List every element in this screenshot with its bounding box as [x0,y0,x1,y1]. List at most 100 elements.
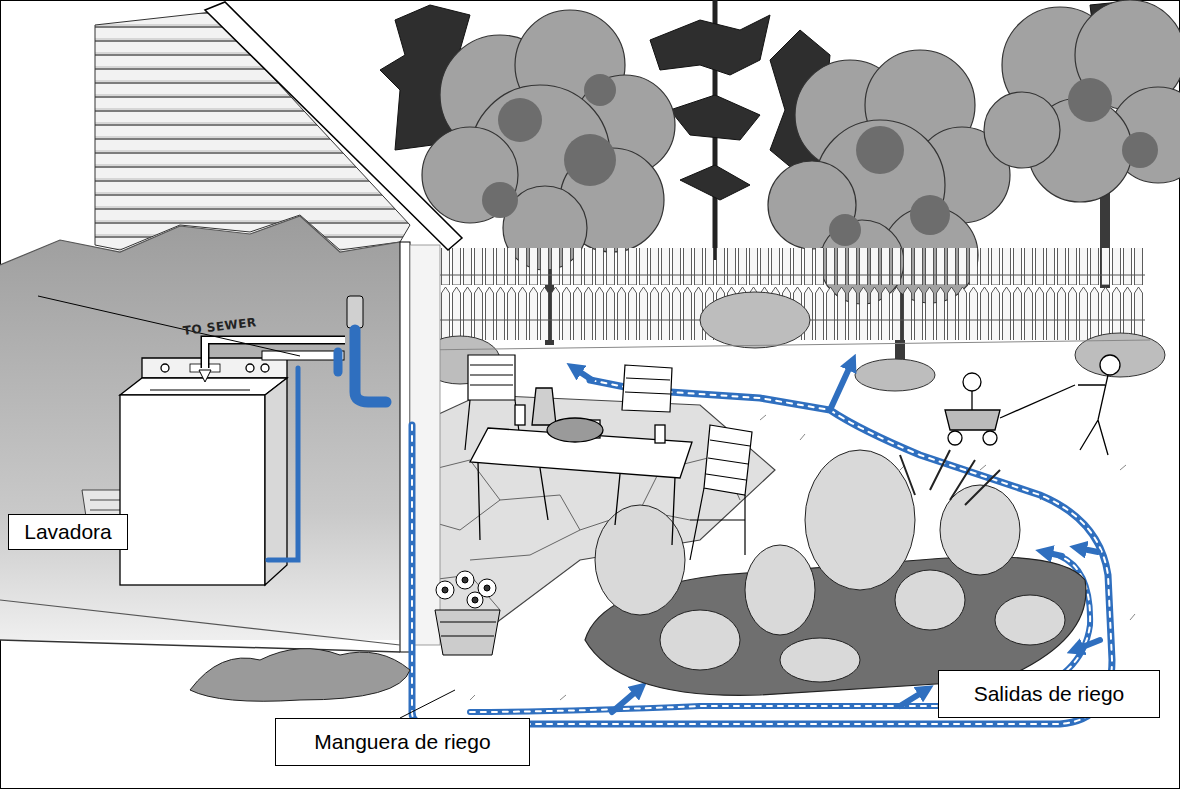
callout-text: Lavadora [24,520,112,544]
greywater-pipe [334,352,343,372]
flower-pot [462,577,468,583]
sewer-pipe [347,296,363,328]
garden-plants [780,638,860,682]
lawn-strokes [420,340,1150,350]
fence-shrubs [1075,333,1165,377]
sewer-pipe [38,296,300,356]
tree-shading [856,126,904,174]
garden-plants [895,570,965,630]
background-pines [680,165,750,200]
tree-crowns [984,92,1060,168]
garden-plants [900,450,1000,505]
patio-chairs [625,378,670,394]
patio-table [515,405,525,425]
sewer-pipe [205,340,345,368]
irrigation-outlet-arrows [574,368,592,380]
patio-chairs [465,355,752,560]
callout-text: Manguera de riego [314,730,490,754]
patio-table [547,418,603,442]
flower-pot [472,597,478,603]
washing-machine [120,395,265,585]
sewer-pipe [262,351,344,360]
sewer-pipe [38,296,363,382]
washing-machine [161,364,169,372]
washing-machine [261,364,269,372]
fence-shrubs [855,359,935,391]
patio-chairs [690,488,745,560]
washing-machine [120,378,287,395]
children-with-wagon [1000,385,1075,418]
patio-table [478,462,675,545]
sewer-pipe [205,340,345,368]
children-with-wagon [945,355,1120,455]
house-wall [0,600,400,645]
leader-line [400,690,455,718]
fence-shrubs [420,292,1165,391]
callout-box: Lavadora [8,514,128,550]
tree-shading [910,195,950,235]
washing-machine [142,358,287,378]
grass-clump [190,649,410,702]
patio-table [655,425,665,443]
garden-plants [595,505,685,615]
garden-plants [995,595,1065,645]
house-wall [0,2,462,652]
callout-box: Salidas de riego [938,670,1160,718]
washing-machine [120,358,287,585]
garden-plants [745,545,815,635]
picket-fence [400,275,1145,276]
flower-pot [440,622,496,636]
tree-shading [482,182,518,218]
house-wall [0,216,400,640]
greywater-pipe [268,368,298,560]
garden-plants [660,610,740,670]
flower-pot [435,571,500,655]
children-with-wagon [1078,375,1108,455]
children-with-wagon [1100,355,1120,375]
tree-shading [498,98,542,142]
house-wall [0,216,400,265]
callout-box: Manguera de riego [275,718,530,766]
flower-pot [467,592,483,608]
tree-shading [564,134,616,186]
washing-machine [265,378,287,585]
background-pines [670,95,760,140]
garden-plants [805,450,915,590]
tree-shading [1068,78,1112,122]
flower-pot [484,585,490,591]
fence-shrubs [700,292,810,348]
flower-pot [456,571,474,589]
background-pines [650,15,770,75]
garden-plants [595,450,1065,682]
house-wall [205,2,462,250]
tree-shading [584,74,616,106]
patio-chairs [468,355,515,400]
irrigation-outlet-arrows [574,362,1100,712]
children-with-wagon [945,410,1000,430]
children-with-wagon [983,431,997,445]
washing-machine [246,364,254,372]
tree-shading [829,214,861,246]
irrigation-outlet-arrows [1044,552,1062,556]
children-with-wagon [963,373,981,391]
patio-chairs [622,365,672,412]
grass-clump [190,649,410,702]
children-with-wagon [971,391,972,410]
greywater-pipe [268,330,386,560]
sewer-pipe [199,370,211,382]
flower-pot [442,587,448,593]
tree-crowns [422,127,518,223]
patio-chairs [704,425,752,495]
greywater-pipe [355,330,386,402]
irrigation-outlet-arrows [900,690,926,706]
irrigation-outlet-arrows [612,688,640,712]
irrigation-outlet-arrows [830,362,852,410]
patio-table [532,388,556,425]
children-with-wagon [948,431,962,445]
patio-chairs [470,365,513,385]
house-wall [0,640,400,652]
callout-text: Salidas de riego [974,682,1125,706]
flower-pot [435,610,500,655]
